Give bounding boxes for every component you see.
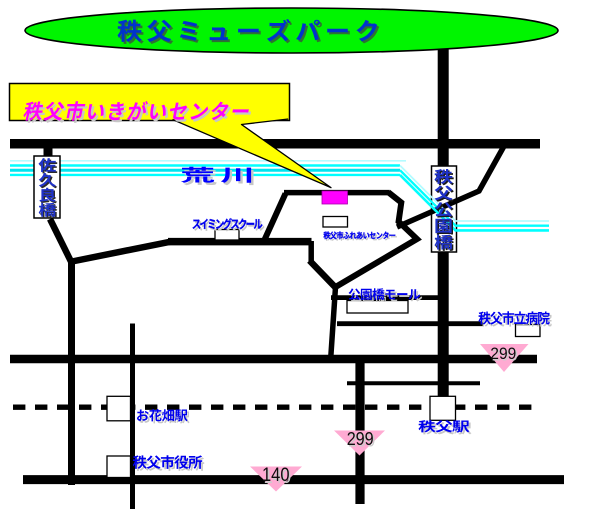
svg-text:140: 140: [264, 467, 292, 488]
svg-text:140: 140: [262, 465, 290, 486]
svg-text:299: 299: [347, 428, 374, 449]
svg-text:299: 299: [492, 346, 518, 364]
svg-text:299: 299: [490, 345, 516, 363]
svg-text:299: 299: [348, 430, 375, 451]
